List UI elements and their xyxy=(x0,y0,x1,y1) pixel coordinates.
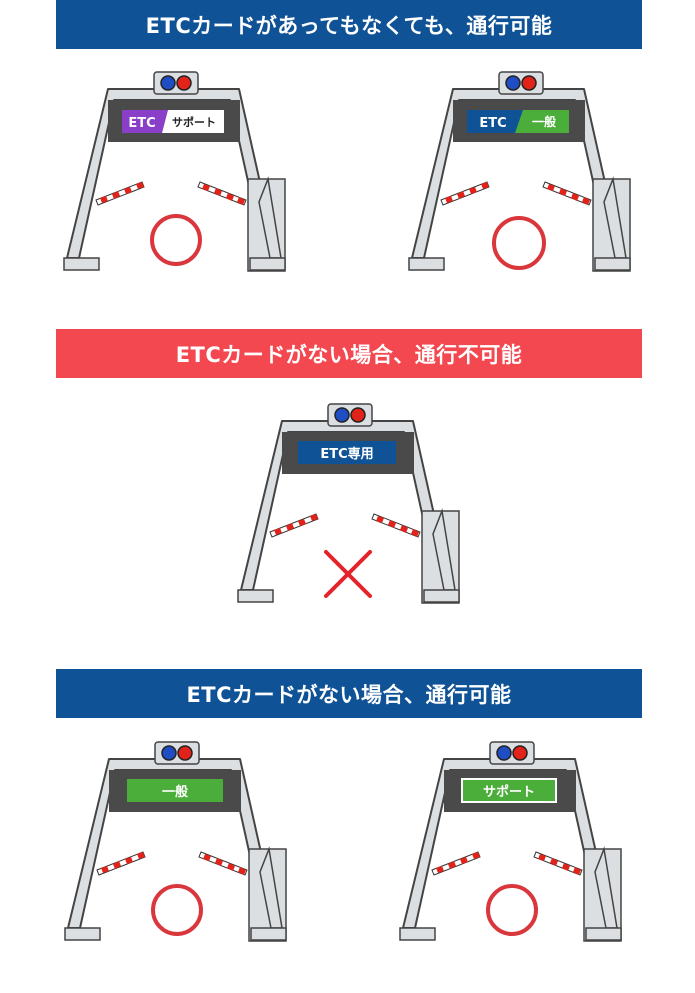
barrier-left xyxy=(431,851,481,876)
barrier-right xyxy=(197,181,247,206)
barrier-right xyxy=(533,851,583,876)
red-lamp-icon xyxy=(177,745,193,761)
red-lamp-icon xyxy=(176,75,192,91)
sign-label-etc-only: ETC専用 xyxy=(320,446,373,462)
barrier-left xyxy=(96,851,146,876)
toll-gate-general: 一般 xyxy=(57,740,297,945)
lane-sign: 一般 xyxy=(127,779,223,802)
barrier-right xyxy=(371,513,421,538)
toll-gate-etc-support: ETC サポート xyxy=(56,70,296,275)
barrier-left xyxy=(269,513,319,538)
lane-sign: ETC 一般 xyxy=(467,110,569,133)
ng-cross-icon xyxy=(324,550,372,598)
ok-circle-icon xyxy=(151,884,203,936)
section-3-banner: ETCカードがない場合、通行可能 xyxy=(56,669,642,718)
sign-label-etc: ETC xyxy=(479,116,506,131)
barrier-right xyxy=(198,851,248,876)
signal-lamp xyxy=(327,403,373,427)
red-lamp-icon xyxy=(350,407,366,423)
barrier-right xyxy=(542,181,592,206)
sign-label-support: サポート xyxy=(172,115,216,129)
ok-circle-icon xyxy=(150,214,202,266)
barrier-left xyxy=(440,181,490,206)
barrier-left xyxy=(95,181,145,206)
sign-label-support: サポート xyxy=(483,784,535,800)
signal-lamp xyxy=(153,71,199,95)
signal-lamp xyxy=(498,71,544,95)
sign-label-general: 一般 xyxy=(162,784,188,800)
sign-label-general: 一般 xyxy=(532,114,556,129)
toll-gate-etc-only: ETC専用 xyxy=(230,402,470,607)
blue-lamp-icon xyxy=(496,745,512,761)
toll-gate-support: サポート xyxy=(392,740,632,945)
blue-lamp-icon xyxy=(160,75,176,91)
ok-circle-icon xyxy=(492,216,546,270)
red-lamp-icon xyxy=(521,75,537,91)
lane-sign: ETC サポート xyxy=(122,110,224,133)
blue-lamp-icon xyxy=(161,745,177,761)
signal-lamp xyxy=(489,741,535,765)
signal-lamp xyxy=(154,741,200,765)
lane-sign: サポート xyxy=(461,778,557,803)
ok-circle-icon xyxy=(486,884,538,936)
blue-lamp-icon xyxy=(334,407,350,423)
red-lamp-icon xyxy=(512,745,528,761)
sign-label-etc: ETC xyxy=(128,116,155,131)
section-1-banner: ETCカードがあってもなくても、通行可能 xyxy=(56,0,642,49)
toll-gate-etc-general: ETC 一般 xyxy=(401,70,641,275)
section-2-banner: ETCカードがない場合、通行不可能 xyxy=(56,329,642,378)
blue-lamp-icon xyxy=(505,75,521,91)
gate-frame xyxy=(399,758,622,942)
lane-sign: ETC専用 xyxy=(298,441,396,464)
gate-frame xyxy=(64,758,287,942)
